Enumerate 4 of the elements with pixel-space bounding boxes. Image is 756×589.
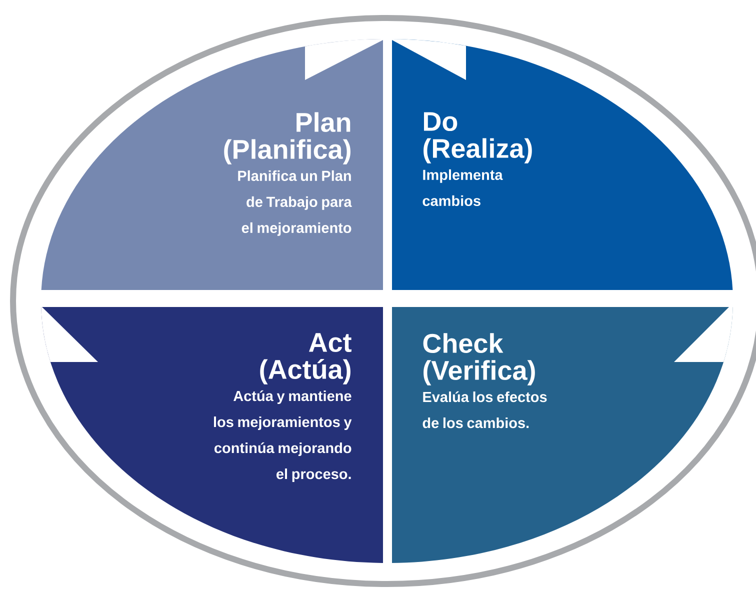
quadrant: Plan (Planifica) Planifica un Plan de Trabajo para el mejoramiento: [41, 39, 383, 290]
quadrant: Act (Actúa) Actúa y mantiene los mejoramientos y continúa mejorando el proceso.: [41, 307, 383, 563]
quadrant: Check (Verifica) Evalúa los efectos de los cambios.: [392, 307, 733, 563]
quadrant: Do (Realiza) Implementa cambios: [392, 39, 733, 290]
